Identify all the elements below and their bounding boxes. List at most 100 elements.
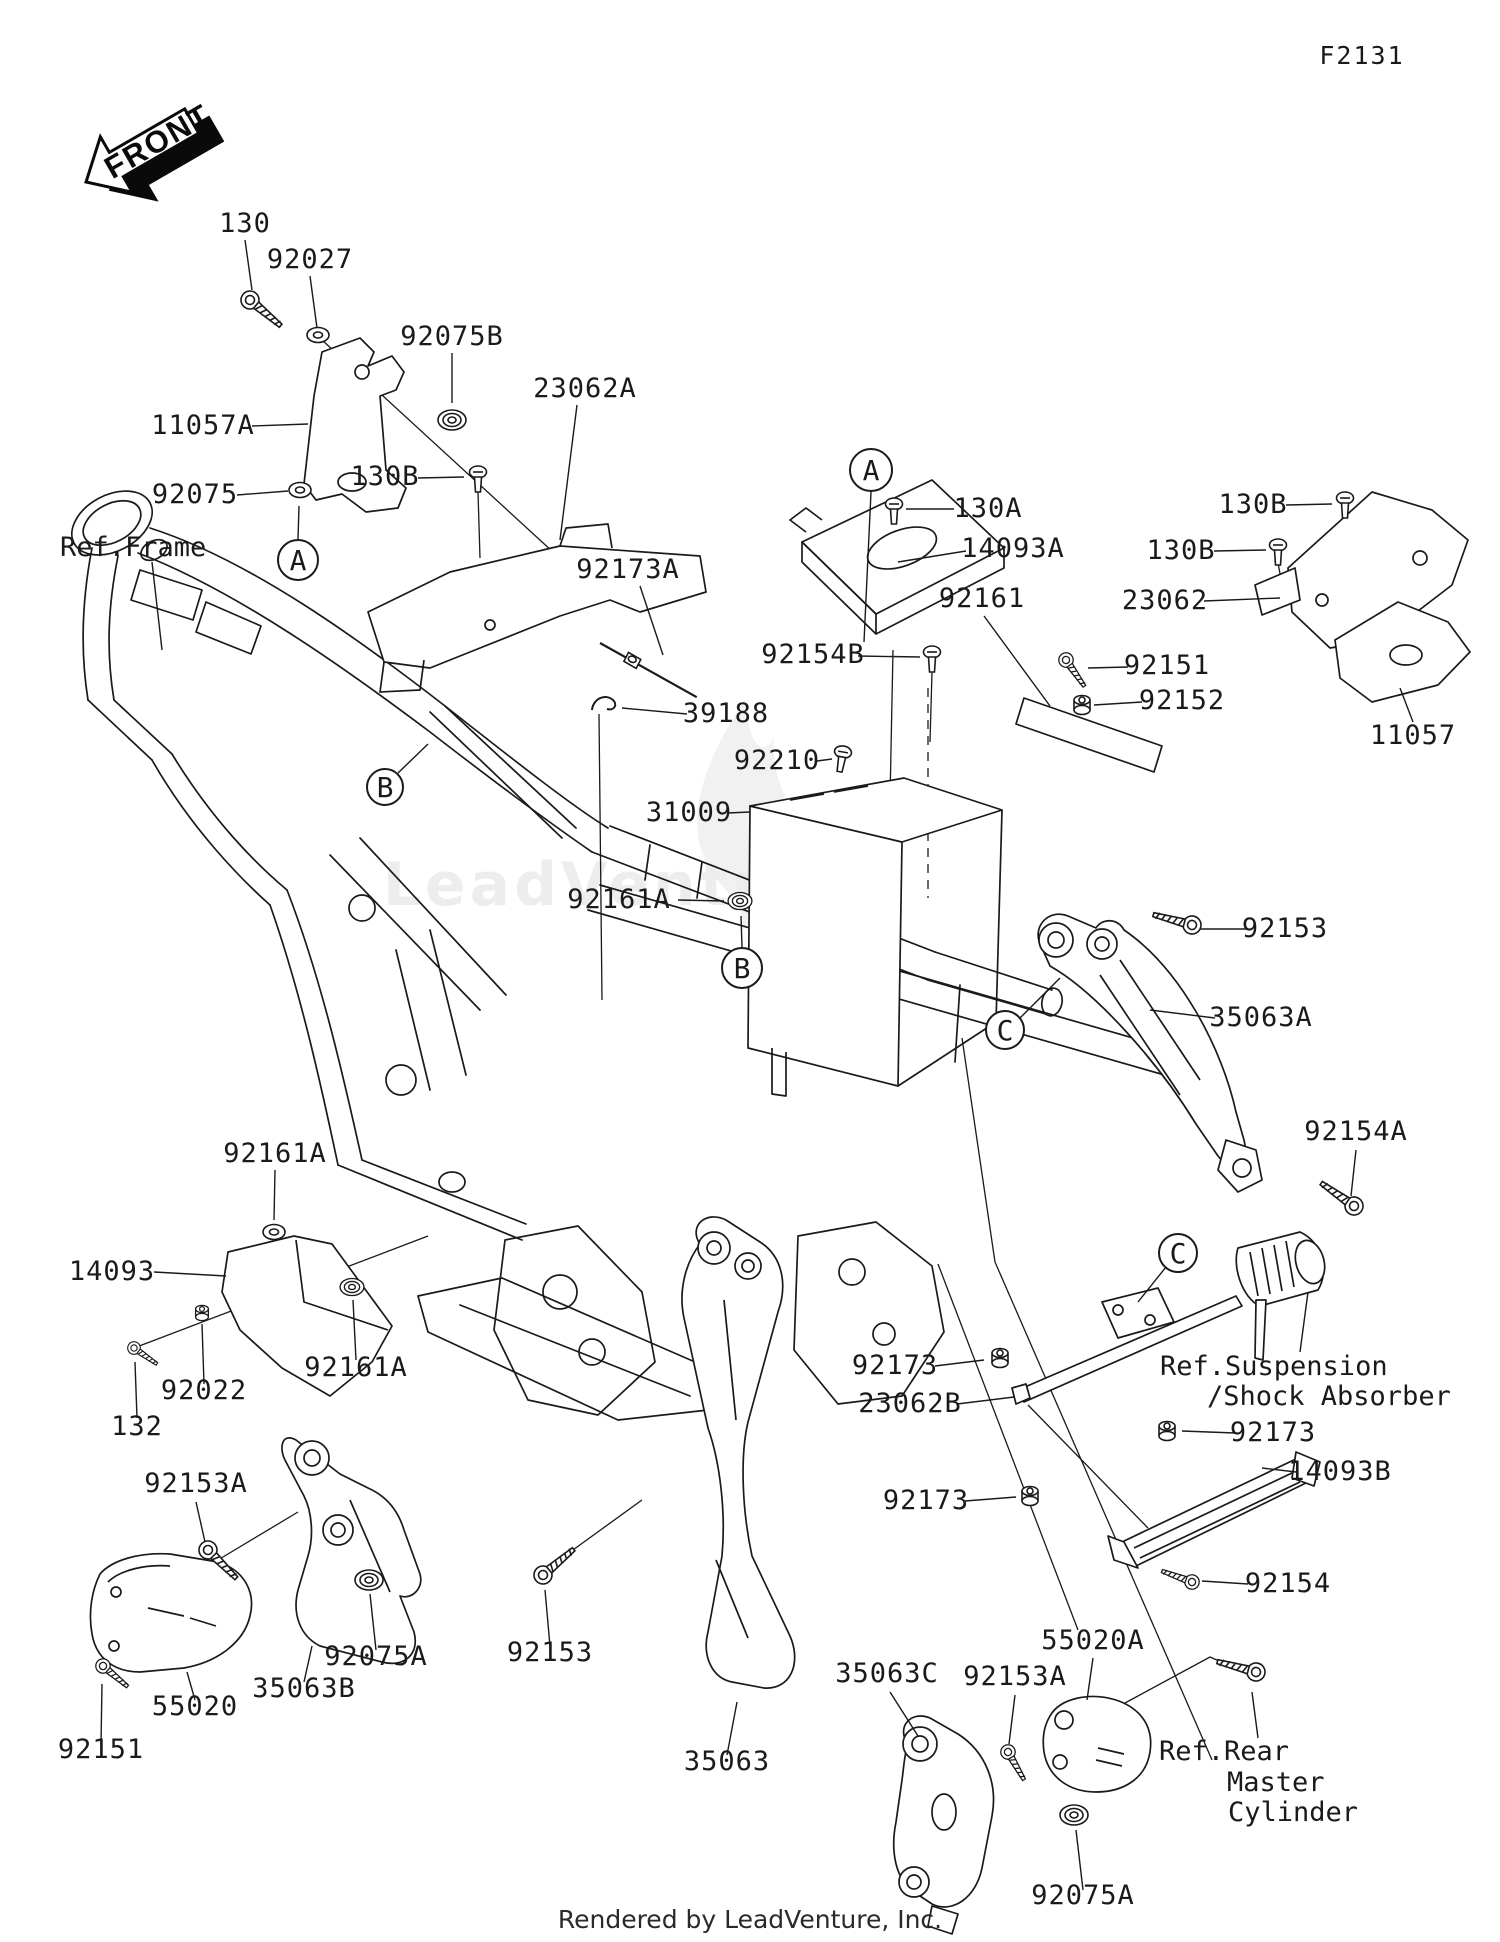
nut-icon (194, 1304, 210, 1322)
part-number-label: 92161 (939, 583, 1025, 614)
leader-line (195, 1501, 206, 1543)
leader-line (1350, 1149, 1357, 1197)
bolt-icon (1215, 1658, 1266, 1682)
leader-line (153, 1271, 227, 1277)
bolt-icon (95, 1658, 130, 1689)
callout-b: B (366, 768, 404, 806)
hardware-parts (95, 290, 1364, 1826)
part-number-label: /Shock Absorber (1207, 1381, 1451, 1412)
part-number-label: 92210 (734, 745, 820, 776)
leader-line (1075, 1829, 1084, 1891)
leader-line (1399, 687, 1414, 723)
leader-lines (100, 239, 1414, 1891)
knuckle-35063c (892, 1715, 995, 1908)
part-number-label: 92151 (1124, 650, 1210, 681)
reference-lines (111, 339, 1346, 1761)
leader-line (303, 1645, 313, 1683)
leader-line (186, 1671, 196, 1701)
part-number-label: 92075B (400, 321, 504, 352)
svg-text:B: B (734, 952, 751, 985)
figure-code: F2131 (1319, 41, 1404, 70)
part-number-label: 92173A (576, 554, 680, 585)
part-number-label: 35063B (252, 1673, 356, 1704)
bolt-icon (1160, 1568, 1200, 1590)
leader-line (417, 476, 465, 479)
leader-line (1285, 503, 1333, 506)
bracket-11057a (303, 337, 407, 513)
leader-line (889, 1691, 919, 1737)
leader-line (1213, 549, 1267, 552)
part-number-label: 23062A (533, 373, 637, 404)
leader-line (816, 758, 833, 762)
leader-line (1201, 1580, 1249, 1585)
leader-line (201, 1323, 205, 1385)
leader-line (369, 1593, 377, 1651)
screw-icon (1268, 538, 1288, 566)
bolt-icon (1000, 1744, 1027, 1782)
part-number-label: 92153 (1242, 913, 1328, 944)
leader-line (983, 615, 1051, 707)
callout-b: B (721, 947, 763, 989)
part-number-label: 92151 (58, 1734, 144, 1765)
svg-text:C: C (1170, 1237, 1187, 1270)
part-number-label: 92152 (1139, 685, 1225, 716)
bracket-23062-right (1287, 491, 1469, 649)
arm-35063 (681, 1216, 796, 1689)
nut-icon (1021, 1485, 1039, 1507)
leader-line (1181, 1430, 1236, 1434)
leader-line (134, 1361, 138, 1419)
part-number-label: 23062B (858, 1388, 962, 1419)
nut-icon (1073, 694, 1091, 716)
screw-icon (1335, 491, 1355, 519)
leader-line (1093, 701, 1143, 706)
leader-line (964, 1496, 1017, 1502)
leader-line (1008, 1694, 1016, 1745)
tie-icon (599, 642, 698, 699)
leader-line (1149, 1009, 1216, 1019)
grommet-icon (437, 409, 467, 431)
leader-line (897, 550, 967, 563)
bracket-11057-right (1334, 601, 1471, 703)
pad-92161 (1015, 697, 1163, 773)
part-number-label: 92161A (304, 1352, 408, 1383)
battery-box-31009 (747, 805, 903, 1087)
leader-line (397, 743, 429, 774)
leader-line (151, 561, 163, 651)
callout-a: A (849, 448, 893, 492)
bolt-icon (1151, 911, 1202, 935)
part-number-label: 92173 (883, 1485, 969, 1516)
part-number-label: 92173 (852, 1350, 938, 1381)
bolt-icon (127, 1341, 159, 1366)
leader-line (726, 1701, 738, 1756)
grommet-icon (354, 1569, 384, 1591)
washer-icon (306, 326, 330, 344)
washer-icon (288, 481, 312, 499)
grommet-icon (339, 1277, 365, 1297)
part-number-label: 130B (1146, 535, 1215, 566)
svg-text:A: A (863, 454, 880, 487)
callout-c: C (985, 1010, 1025, 1050)
leader-line (726, 811, 751, 814)
part-number-label: 92153A (963, 1661, 1067, 1692)
part-number-label: 130A (953, 493, 1022, 524)
leader-line (352, 1299, 357, 1361)
part-number-label: Master (1227, 1767, 1325, 1798)
leader-line (236, 490, 289, 496)
screw-icon (884, 497, 904, 525)
part-number-label: 132 (111, 1411, 163, 1442)
arrow-outline (84, 106, 201, 195)
leader-line (934, 1359, 985, 1367)
screw-icon (468, 465, 488, 493)
leader-line (639, 585, 664, 656)
nut-icon (991, 1347, 1009, 1369)
washer-icon (262, 1223, 286, 1241)
leader-line (244, 239, 253, 291)
part-number-label: Ref.Frame (60, 532, 206, 563)
part-number-label: 92161A (223, 1138, 327, 1169)
leader-line (100, 1683, 103, 1745)
grommet-icon (727, 891, 753, 911)
part-number-label: Ref.Suspension (1160, 1351, 1388, 1382)
bolt-icon (1319, 1180, 1364, 1216)
